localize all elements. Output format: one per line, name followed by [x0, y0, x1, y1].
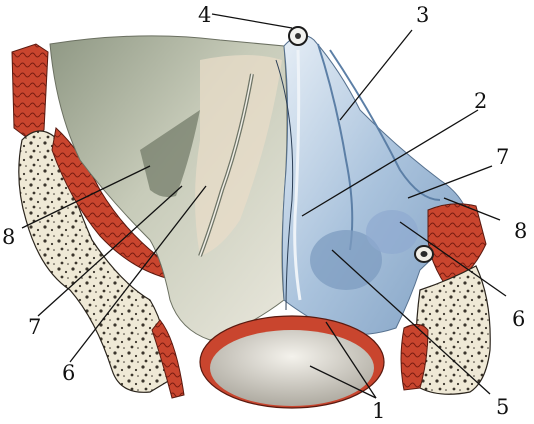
- leader-4: [211, 13, 293, 29]
- label-6-left: 6: [62, 361, 75, 385]
- leader-lines: [21, 13, 507, 399]
- umbilical-fold-ridge: [293, 49, 302, 301]
- left-wall: [11, 43, 185, 399]
- left-muscle-upper: [11, 43, 49, 141]
- right-vessel-edge: [275, 59, 294, 311]
- right-wall: [400, 203, 491, 395]
- label-1: 1: [372, 399, 385, 423]
- label-3: 3: [416, 3, 429, 27]
- vessel-cord-left-outline: [199, 73, 253, 257]
- left-muscle-lower: [151, 319, 185, 399]
- medial-fold-ridge: [317, 43, 354, 251]
- umbilicus-center: [295, 33, 301, 39]
- leader-8-right: [443, 197, 501, 221]
- medial-fossa: [310, 230, 382, 290]
- leader-1b: [309, 365, 377, 399]
- umbilicus: [288, 26, 308, 46]
- label-5: 5: [496, 395, 509, 419]
- lateral-fossa: [366, 210, 418, 254]
- label-6-right: 6: [512, 307, 525, 331]
- label-2: 2: [474, 89, 487, 113]
- label-4: 4: [198, 3, 211, 27]
- spermatic-vessel-ring-inner: [420, 251, 428, 257]
- opening-inner: [210, 330, 374, 406]
- label-7-left: 7: [28, 315, 41, 339]
- leader-3: [339, 29, 413, 121]
- right-muscle-lower: [400, 324, 429, 391]
- leader-6-left: [69, 185, 207, 363]
- left-peritoneum: [49, 35, 288, 341]
- leader-1a: [325, 321, 377, 399]
- left-shadow-fold: [140, 110, 200, 198]
- leader-7-left: [37, 185, 183, 317]
- leader-8-left: [21, 165, 151, 229]
- leader-7-right: [407, 165, 493, 199]
- leader-5: [331, 249, 491, 395]
- labels: 4 3 2 7 8 6 5 1 8 7 6: [2, 3, 527, 423]
- label-7-right: 7: [496, 145, 509, 169]
- label-8-left: 8: [2, 225, 15, 249]
- label-8-right: 8: [514, 219, 527, 243]
- bladder-opening: [199, 315, 385, 409]
- leader-2: [301, 109, 479, 217]
- leader-6-right: [399, 221, 507, 297]
